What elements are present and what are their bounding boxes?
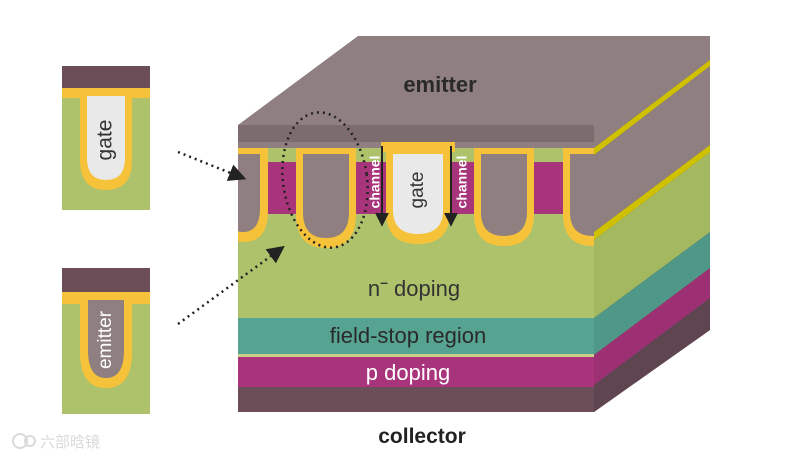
- watermark-text: 六部晗镜: [40, 433, 100, 451]
- p-doping-layer: [238, 357, 594, 387]
- gate-label-main: gate: [407, 172, 428, 209]
- n-doping-rest: doping: [388, 276, 460, 301]
- inset-emitter: [62, 268, 150, 414]
- collector-label: collector: [378, 425, 466, 448]
- channel-label-right: channel: [454, 156, 470, 209]
- n-doping-sup: –: [380, 274, 388, 290]
- pointer-arrow-gate: [177, 150, 247, 181]
- watermark: 六部晗镜: [12, 433, 100, 451]
- front-face: [238, 142, 594, 412]
- top-face-emitter-metal: [238, 36, 710, 125]
- n-doping-label: n– doping: [368, 274, 460, 301]
- collector-metal: [238, 387, 594, 412]
- inset-gate-label: gate: [94, 120, 117, 161]
- channel-label-left: channel: [367, 156, 383, 209]
- n-doping-n: n: [368, 276, 380, 301]
- field-stop-label: field-stop region: [330, 323, 487, 348]
- emitter-top-label: emitter: [403, 72, 477, 97]
- inset-gate: [62, 66, 150, 210]
- top-face-edge: [238, 125, 594, 142]
- inset-emitter-label: emitter: [95, 310, 116, 369]
- side-face: [594, 36, 710, 412]
- watermark-logo-icon: [12, 433, 28, 449]
- p-doping-label: p doping: [366, 360, 450, 385]
- highlight-ellipse: [281, 111, 369, 249]
- field-stop-layer: [238, 318, 594, 354]
